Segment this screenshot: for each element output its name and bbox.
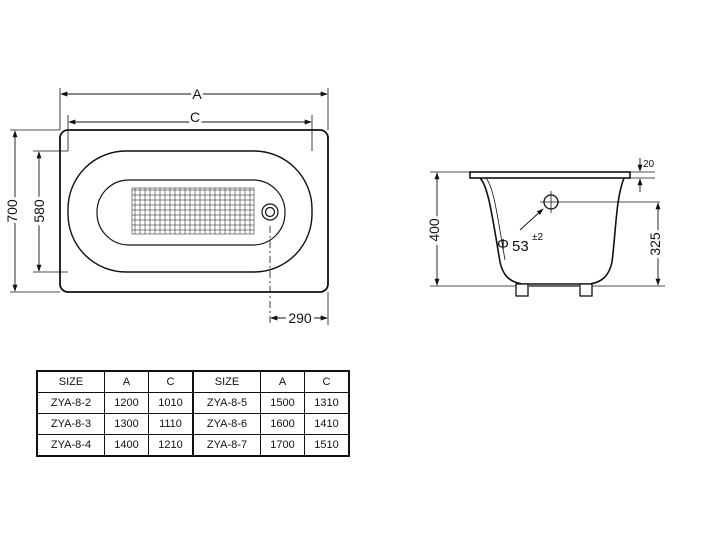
table-cell: 1310: [304, 392, 350, 414]
dim-label-700: 700: [4, 199, 20, 223]
table-cell: 1110: [148, 413, 194, 435]
plan-view: [10, 88, 329, 325]
table-header-cell: SIZE: [192, 370, 261, 393]
table-cell: 1400: [104, 434, 149, 457]
table-cell: ZYA-8-5: [192, 392, 261, 414]
tub-foot-left: [515, 283, 529, 297]
tub-floor: [96, 179, 286, 246]
tub-outer-rim: [59, 129, 329, 293]
table-cell: 1300: [104, 413, 149, 435]
table-cell: 1700: [260, 434, 305, 457]
table-cell: ZYA-8-3: [36, 413, 105, 435]
dim-label-580: 580: [31, 199, 47, 223]
drain-diameter-value: 53: [512, 238, 529, 255]
dim-label-c: C: [190, 109, 200, 125]
drain-icon: [261, 203, 279, 221]
dim-label-325: 325: [647, 232, 663, 256]
dim-label-20: 20: [643, 159, 655, 170]
drain-diameter-symbol: Φ: [497, 236, 509, 253]
tub-basin: [67, 150, 313, 273]
drain-diameter-tolerance: ±2: [532, 232, 543, 243]
table-cell: ZYA-8-6: [192, 413, 261, 435]
table-header-cell: SIZE: [36, 370, 105, 393]
dim-label-400: 400: [426, 218, 442, 242]
tub-rim-profile: [469, 171, 631, 179]
table-cell: 1500: [260, 392, 305, 414]
table-cell: 1410: [304, 413, 350, 435]
size-table: SIZE A C SIZE A C ZYA-8-2 1200 1010 ZYA-…: [36, 370, 350, 457]
drain-leader: [519, 208, 544, 231]
dim-label-290: 290: [288, 310, 312, 326]
table-row: ZYA-8-2 1200 1010 ZYA-8-5 1500 1310: [36, 392, 350, 414]
table-row: ZYA-8-4 1400 1210 ZYA-8-7 1700 1510: [36, 434, 350, 457]
table-header-cell: A: [260, 370, 305, 393]
table-cell: 1510: [304, 434, 350, 457]
table-row: ZYA-8-3 1300 1110 ZYA-8-6 1600 1410: [36, 413, 350, 435]
table-header-cell: C: [304, 370, 350, 393]
side-view: [430, 158, 665, 297]
dim-label-a: A: [192, 86, 202, 102]
table-cell: ZYA-8-7: [192, 434, 261, 457]
table-header-cell: A: [104, 370, 149, 393]
tub-foot-right: [579, 283, 593, 297]
table-cell: 1600: [260, 413, 305, 435]
table-cell: 1010: [148, 392, 194, 414]
table-header-row: SIZE A C SIZE A C: [36, 370, 350, 393]
table-cell: ZYA-8-4: [36, 434, 105, 457]
table-cell: 1210: [148, 434, 194, 457]
table-cell: 1200: [104, 392, 149, 414]
anti-slip-grid: [131, 187, 255, 235]
tub-body-profile: [479, 177, 625, 285]
table-cell: ZYA-8-2: [36, 392, 105, 414]
table-header-cell: C: [148, 370, 194, 393]
